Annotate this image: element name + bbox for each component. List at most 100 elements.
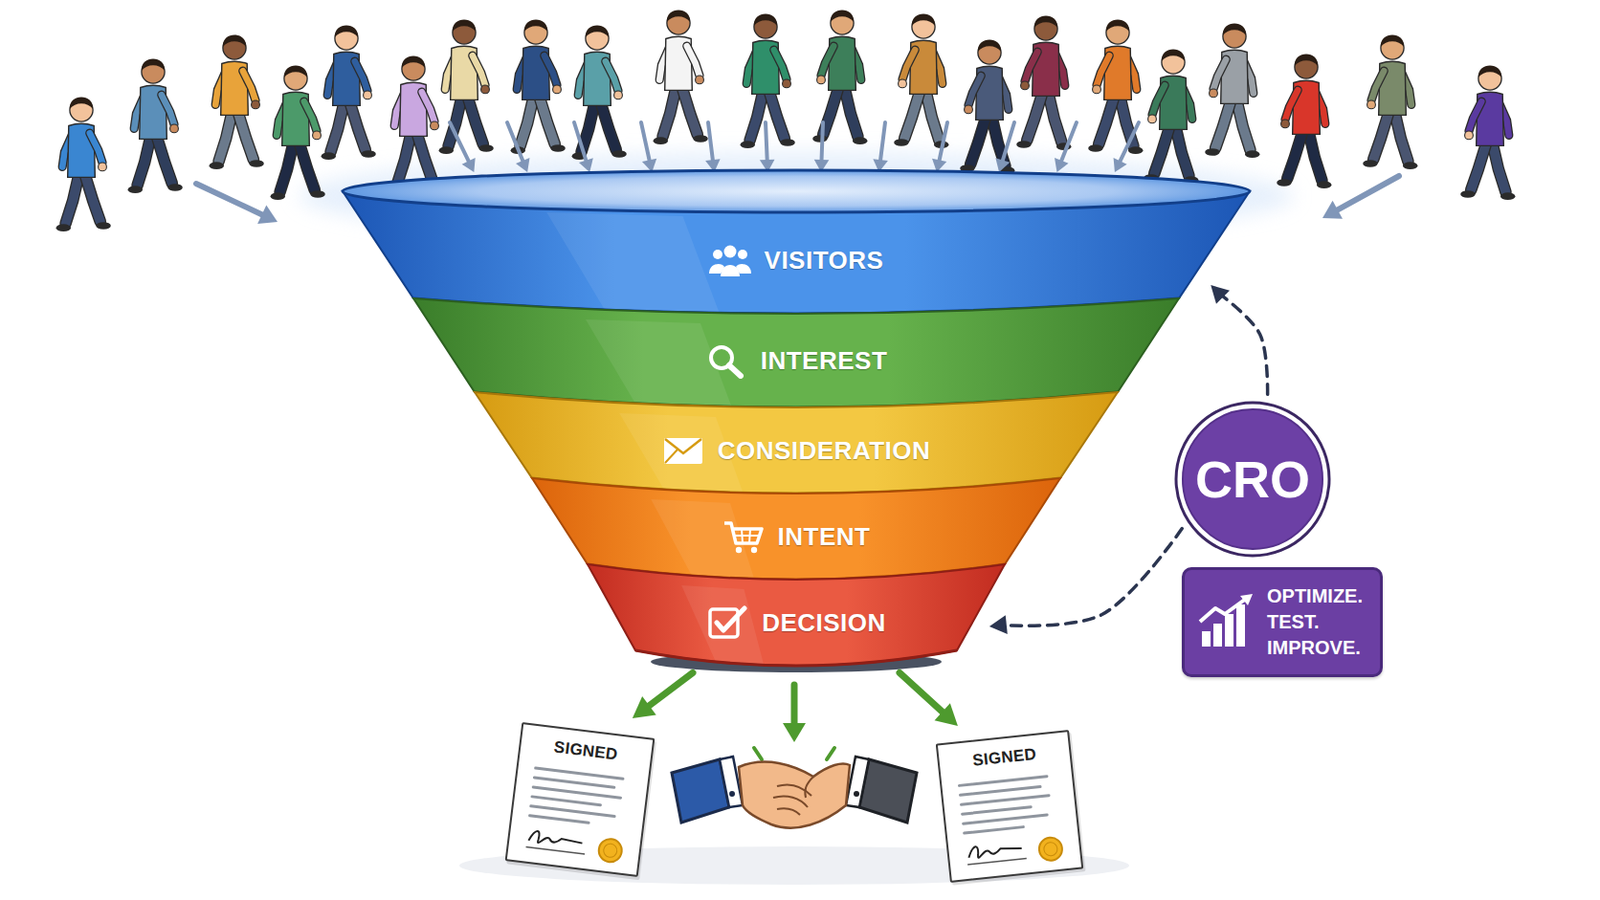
limb (1047, 91, 1062, 143)
limb-outline (600, 101, 617, 151)
hair (830, 10, 854, 23)
connector-line (899, 672, 948, 716)
icon-part (750, 547, 756, 554)
badge-core (1182, 409, 1323, 550)
icon-part (665, 439, 702, 454)
shoe (1204, 148, 1220, 156)
limb (600, 101, 617, 151)
limb-outline (298, 141, 315, 191)
limb-outline (581, 101, 596, 153)
inflow-arrow (507, 122, 524, 163)
hair (666, 10, 690, 23)
spark-line (826, 748, 835, 760)
document-stamp: SIGNED (948, 742, 1061, 774)
limb-outline (161, 94, 175, 125)
limb (66, 173, 80, 224)
limb-outline (243, 70, 256, 101)
hair (141, 59, 165, 71)
seal-inner (602, 843, 619, 859)
band-label-row: VISITORS (338, 242, 1254, 279)
hand (553, 85, 562, 94)
inflow-arrow-head (1054, 157, 1069, 173)
limb-outline (237, 111, 253, 160)
limb-outline (219, 111, 233, 162)
funnel-stage-band: CONSIDERATION (470, 367, 1122, 502)
limb-outline (520, 95, 534, 147)
hand (1465, 131, 1474, 140)
funnel-band-shape (338, 166, 1254, 322)
cufflink (853, 791, 860, 798)
limb-outline (1468, 101, 1482, 132)
stage-label: INTENT (777, 522, 871, 553)
limb (774, 49, 787, 80)
limb-outline (968, 75, 981, 106)
limb (538, 95, 556, 145)
inflow-arrow-head (515, 157, 530, 173)
band-icon (705, 342, 748, 379)
walking-person (1143, 49, 1199, 185)
limb-outline (1373, 111, 1390, 160)
stage-label: VISITORS (764, 245, 885, 276)
seal (1038, 837, 1064, 863)
limb (349, 101, 366, 151)
hair (452, 20, 476, 32)
limb-outline (1152, 85, 1165, 115)
shoe (321, 152, 336, 160)
funnel-stage-band: INTEREST (409, 273, 1183, 416)
limb-outline (1098, 95, 1115, 145)
limb (1308, 130, 1322, 181)
shoe (1128, 146, 1143, 155)
walking-person (388, 56, 444, 192)
limb (155, 134, 173, 184)
limb (544, 55, 557, 86)
shoe (1244, 150, 1260, 158)
limb (84, 173, 101, 223)
badge-ring (1176, 402, 1330, 556)
icon-part (724, 523, 762, 544)
band-sheen (546, 212, 720, 314)
walking-person (511, 20, 566, 156)
signed-document: SIGNED (505, 722, 656, 878)
walking-person (893, 14, 949, 150)
band-sheen (585, 319, 733, 408)
limb-outline (1213, 59, 1226, 89)
band-icon (662, 432, 705, 469)
shoe (360, 150, 376, 158)
text-line (964, 827, 1024, 834)
shoe (740, 140, 756, 149)
chart-bar (1224, 614, 1234, 647)
icon-part (712, 249, 723, 260)
limb-outline (774, 49, 787, 80)
shoe (550, 144, 565, 153)
text-line (531, 806, 615, 818)
limb (219, 111, 233, 162)
flow-connector (632, 672, 693, 719)
icon-part (709, 264, 725, 274)
text-line (963, 815, 1048, 824)
hair (1161, 49, 1185, 62)
icon-part (734, 547, 741, 554)
limb-outline (1287, 130, 1304, 179)
funnel-stage-band: DECISION (583, 539, 1009, 674)
inflow-arrow (1001, 122, 1015, 162)
shoe (478, 144, 493, 153)
walking-person (1460, 66, 1515, 201)
limb (1236, 99, 1250, 151)
inflow-arrow-head (462, 157, 476, 173)
limb (243, 70, 256, 101)
limb-outline (538, 95, 556, 145)
hand (614, 90, 623, 100)
limb (161, 94, 175, 125)
shoe (852, 136, 867, 145)
band-rim (635, 650, 957, 667)
walking-person (128, 59, 183, 195)
inflow-arrow-head (995, 157, 1010, 173)
limb-outline (1491, 141, 1506, 193)
shoe (128, 185, 143, 194)
hair (334, 25, 358, 38)
text-line (532, 797, 600, 806)
limb (1215, 99, 1232, 149)
limb (398, 132, 412, 183)
